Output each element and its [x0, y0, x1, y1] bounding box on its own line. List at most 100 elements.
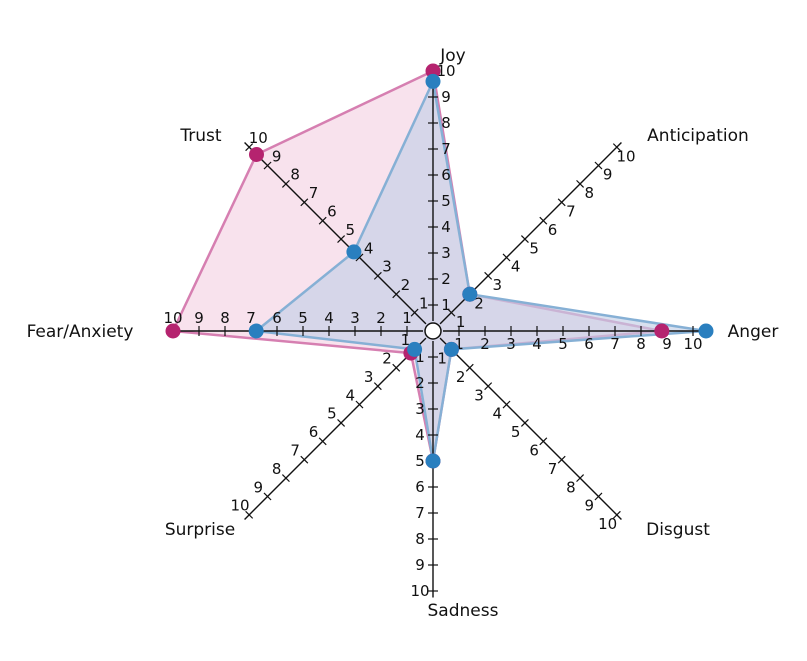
tick-label: 8 — [441, 114, 451, 132]
tick-mark — [557, 455, 566, 464]
tick-label: 7 — [548, 460, 558, 478]
tick-mark — [281, 474, 290, 483]
axis-line-6 — [244, 337, 427, 520]
tick-label: 9 — [585, 497, 595, 515]
tick-mark — [484, 271, 493, 280]
series-1-point — [249, 147, 264, 162]
tick-label: 3 — [382, 258, 392, 276]
tick-label: 5 — [346, 221, 356, 239]
tick-mark — [520, 418, 529, 427]
series-2-point — [407, 341, 423, 357]
tick-label: 7 — [290, 442, 300, 460]
points-layer — [165, 63, 714, 469]
tick-label: 5 — [558, 335, 568, 353]
center-hub — [424, 322, 442, 340]
tick-label: 9 — [415, 556, 425, 574]
tick-label: 4 — [493, 405, 503, 423]
tick-label: 10 — [163, 309, 182, 327]
tick-mark — [263, 161, 272, 170]
tick-label: 2 — [456, 368, 466, 386]
series-2-point — [346, 244, 362, 260]
tick-label: 1 — [402, 309, 412, 327]
tick-mark — [245, 143, 254, 152]
tick-mark — [484, 382, 493, 391]
tick-mark — [245, 510, 254, 519]
tick-label: 9 — [272, 147, 282, 165]
tick-label: 10 — [230, 497, 249, 515]
tick-mark — [612, 143, 621, 152]
tick-mark — [410, 308, 419, 317]
tick-mark — [557, 198, 566, 207]
tick-label: 1 — [441, 296, 451, 314]
tick-label: 3 — [441, 244, 451, 262]
series-2-point — [443, 341, 459, 357]
tick-label: 3 — [506, 335, 516, 353]
series-2-point — [698, 323, 714, 339]
tick-label: 9 — [254, 478, 264, 496]
tick-label: 3 — [415, 400, 425, 418]
tick-mark — [576, 179, 585, 188]
tick-label: 8 — [566, 478, 576, 496]
tick-label: 8 — [415, 530, 425, 548]
tick-label: 6 — [441, 166, 451, 184]
tick-mark — [539, 216, 548, 225]
tick-mark — [520, 235, 529, 244]
tick-mark — [612, 510, 621, 519]
axis-line-8 — [244, 142, 427, 325]
tick-mark — [594, 161, 603, 170]
axis-line-4 — [439, 337, 622, 520]
tick-mark — [392, 290, 401, 299]
tick-label: 6 — [327, 203, 337, 221]
tick-mark — [502, 400, 511, 409]
tick-mark — [263, 492, 272, 501]
tick-label: 5 — [327, 405, 337, 423]
tick-label: 7 — [566, 203, 576, 221]
tick-label: 3 — [364, 368, 374, 386]
tick-label: 10 — [616, 147, 635, 165]
tick-label: 4 — [415, 426, 425, 444]
tick-label: 5 — [529, 239, 539, 257]
tick-mark — [355, 400, 364, 409]
tick-mark — [392, 363, 401, 372]
series-1-point — [654, 323, 670, 339]
tick-label: 4 — [441, 218, 451, 236]
tick-mark — [300, 455, 309, 464]
tick-label: 6 — [584, 335, 594, 353]
tick-label: 10 — [249, 129, 268, 147]
series-2-point — [425, 73, 441, 89]
axis-label-sadness: Sadness — [428, 601, 499, 621]
tick-mark — [594, 492, 603, 501]
tick-label: 2 — [376, 309, 386, 327]
series-1-point — [425, 63, 441, 79]
tick-label: 2 — [415, 374, 425, 392]
tick-mark — [355, 253, 364, 262]
tick-label: 3 — [350, 309, 360, 327]
series-1-point — [165, 323, 181, 339]
tick-label: 5 — [511, 423, 521, 441]
tick-label: 1 — [415, 348, 425, 366]
tick-label: 6 — [415, 478, 425, 496]
axis-label-disgust: Disgust — [646, 520, 710, 540]
tick-label: 3 — [474, 386, 484, 404]
tick-mark — [318, 216, 327, 225]
tick-mark — [281, 179, 290, 188]
tick-mark — [300, 198, 309, 207]
tick-label: 1 — [419, 294, 429, 312]
tick-label: 5 — [441, 192, 451, 210]
tick-label: 2 — [382, 350, 392, 368]
tick-mark — [576, 474, 585, 483]
tick-mark — [447, 308, 456, 317]
tick-label: 1 — [456, 313, 466, 331]
tick-label: 6 — [309, 423, 319, 441]
tick-label: 1 — [401, 331, 411, 349]
tick-label: 4 — [364, 239, 374, 257]
tick-label: 9 — [194, 309, 204, 327]
tick-label: 10 — [683, 335, 702, 353]
tick-label: 4 — [511, 258, 521, 276]
tick-label: 9 — [441, 88, 451, 106]
tick-label: 8 — [290, 166, 300, 184]
series-2-point — [248, 323, 264, 339]
tick-label: 4 — [532, 335, 542, 353]
tick-label: 8 — [585, 184, 595, 202]
